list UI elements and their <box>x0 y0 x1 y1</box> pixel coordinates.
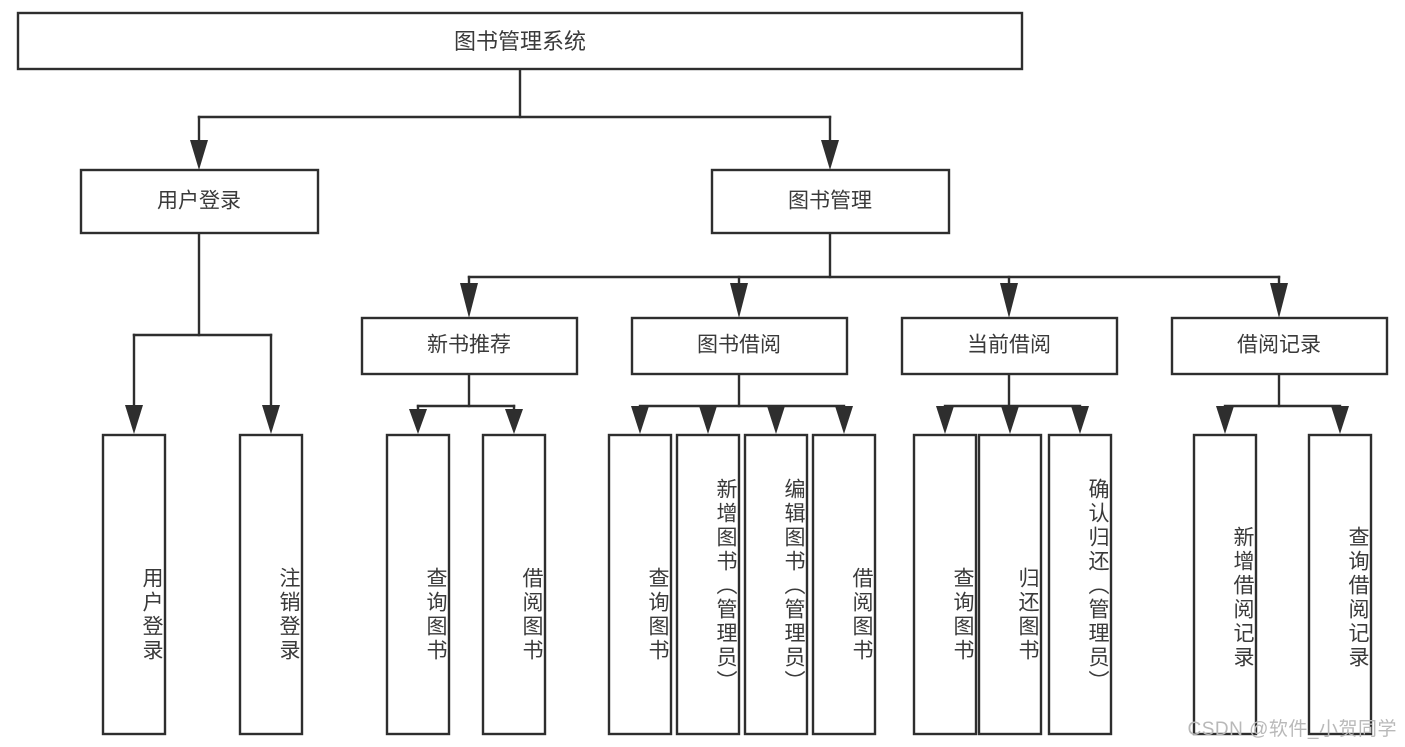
arrow-to-record-icon <box>1270 283 1288 318</box>
node-root-system[interactable]: 图书管理系统 <box>16 11 1024 71</box>
arrow-current-leaf2-icon <box>1001 406 1019 434</box>
leaf-box-bb-edit-book[interactable] <box>743 433 809 736</box>
leaf-box-bb-query-book[interactable] <box>607 433 673 736</box>
node-borrow-record[interactable]: 借阅记录 <box>1170 316 1389 376</box>
leaf-box-cb-query-book[interactable] <box>912 433 978 736</box>
node-root-label: 图书管理系统 <box>454 29 586 54</box>
csdn-watermark: CSDN @软件_小贺同学 <box>1187 719 1397 740</box>
node-current-borrow[interactable]: 当前借阅 <box>900 316 1119 376</box>
node-new-book-recommend-box <box>360 316 579 376</box>
leaf-box-cb-confirm[interactable] <box>1047 433 1113 736</box>
leaf-box-bb-add-book[interactable] <box>675 433 741 736</box>
node-new-book-recommend[interactable]: 新书推荐 <box>360 316 579 376</box>
arrow-record-leaf2-icon <box>1331 406 1349 434</box>
arrow-borrow-leaf2-icon <box>699 406 717 434</box>
leaf-box-bb-borrow-book[interactable] <box>811 433 877 736</box>
leaf-box-br-add-record[interactable] <box>1192 433 1258 736</box>
leaf-box-nb-borrow-book[interactable] <box>481 433 547 736</box>
arrow-record-leaf1-icon <box>1216 406 1234 434</box>
arrow-to-book-mgmt-icon <box>821 140 839 170</box>
node-book-management-box <box>710 168 951 235</box>
arrow-current-leaf3-icon <box>1071 406 1089 434</box>
arrow-to-new-book-icon <box>460 283 478 318</box>
node-book-management[interactable]: 图书管理 <box>710 168 951 235</box>
arrow-to-leaf-user-login-icon <box>125 405 143 434</box>
connector-group <box>125 67 1349 434</box>
leaf-box-logout[interactable] <box>238 433 304 736</box>
leaf-box-user-login[interactable] <box>101 433 167 736</box>
leaf-box-br-query-record[interactable] <box>1307 433 1373 736</box>
arrow-borrow-leaf4-icon <box>835 406 853 434</box>
node-book-borrow-label: 图书借阅 <box>697 334 781 357</box>
leaf-box-nb-query-book[interactable] <box>385 433 451 736</box>
arrow-borrow-leaf1-icon <box>631 406 649 434</box>
arrow-to-user-login-icon <box>190 140 208 170</box>
leaf-box-cb-return-book[interactable] <box>977 433 1043 736</box>
node-user-login-label: 用户登录 <box>157 190 241 213</box>
node-user-login-box <box>79 168 320 235</box>
arrow-current-leaf1-icon <box>936 406 954 434</box>
node-borrow-record-box <box>1170 316 1389 376</box>
leaf-box-group <box>101 433 1373 736</box>
node-root-box <box>16 11 1024 71</box>
arrow-newbook-leaf1-icon <box>409 409 427 434</box>
arrow-to-current-icon <box>1000 283 1018 318</box>
arrow-to-borrow-icon <box>730 283 748 318</box>
arrow-borrow-leaf3-icon <box>767 406 785 434</box>
node-borrow-record-label: 借阅记录 <box>1237 334 1321 357</box>
arrow-newbook-leaf2-icon <box>505 409 523 434</box>
node-user-login[interactable]: 用户登录 <box>79 168 320 235</box>
arrow-to-leaf-logout-icon <box>262 405 280 434</box>
node-book-borrow[interactable]: 图书借阅 <box>630 316 849 376</box>
node-book-borrow-box <box>630 316 849 376</box>
node-current-borrow-label: 当前借阅 <box>967 334 1051 357</box>
node-new-book-recommend-label: 新书推荐 <box>427 334 511 357</box>
node-book-management-label: 图书管理 <box>788 190 872 213</box>
node-current-borrow-box <box>900 316 1119 376</box>
